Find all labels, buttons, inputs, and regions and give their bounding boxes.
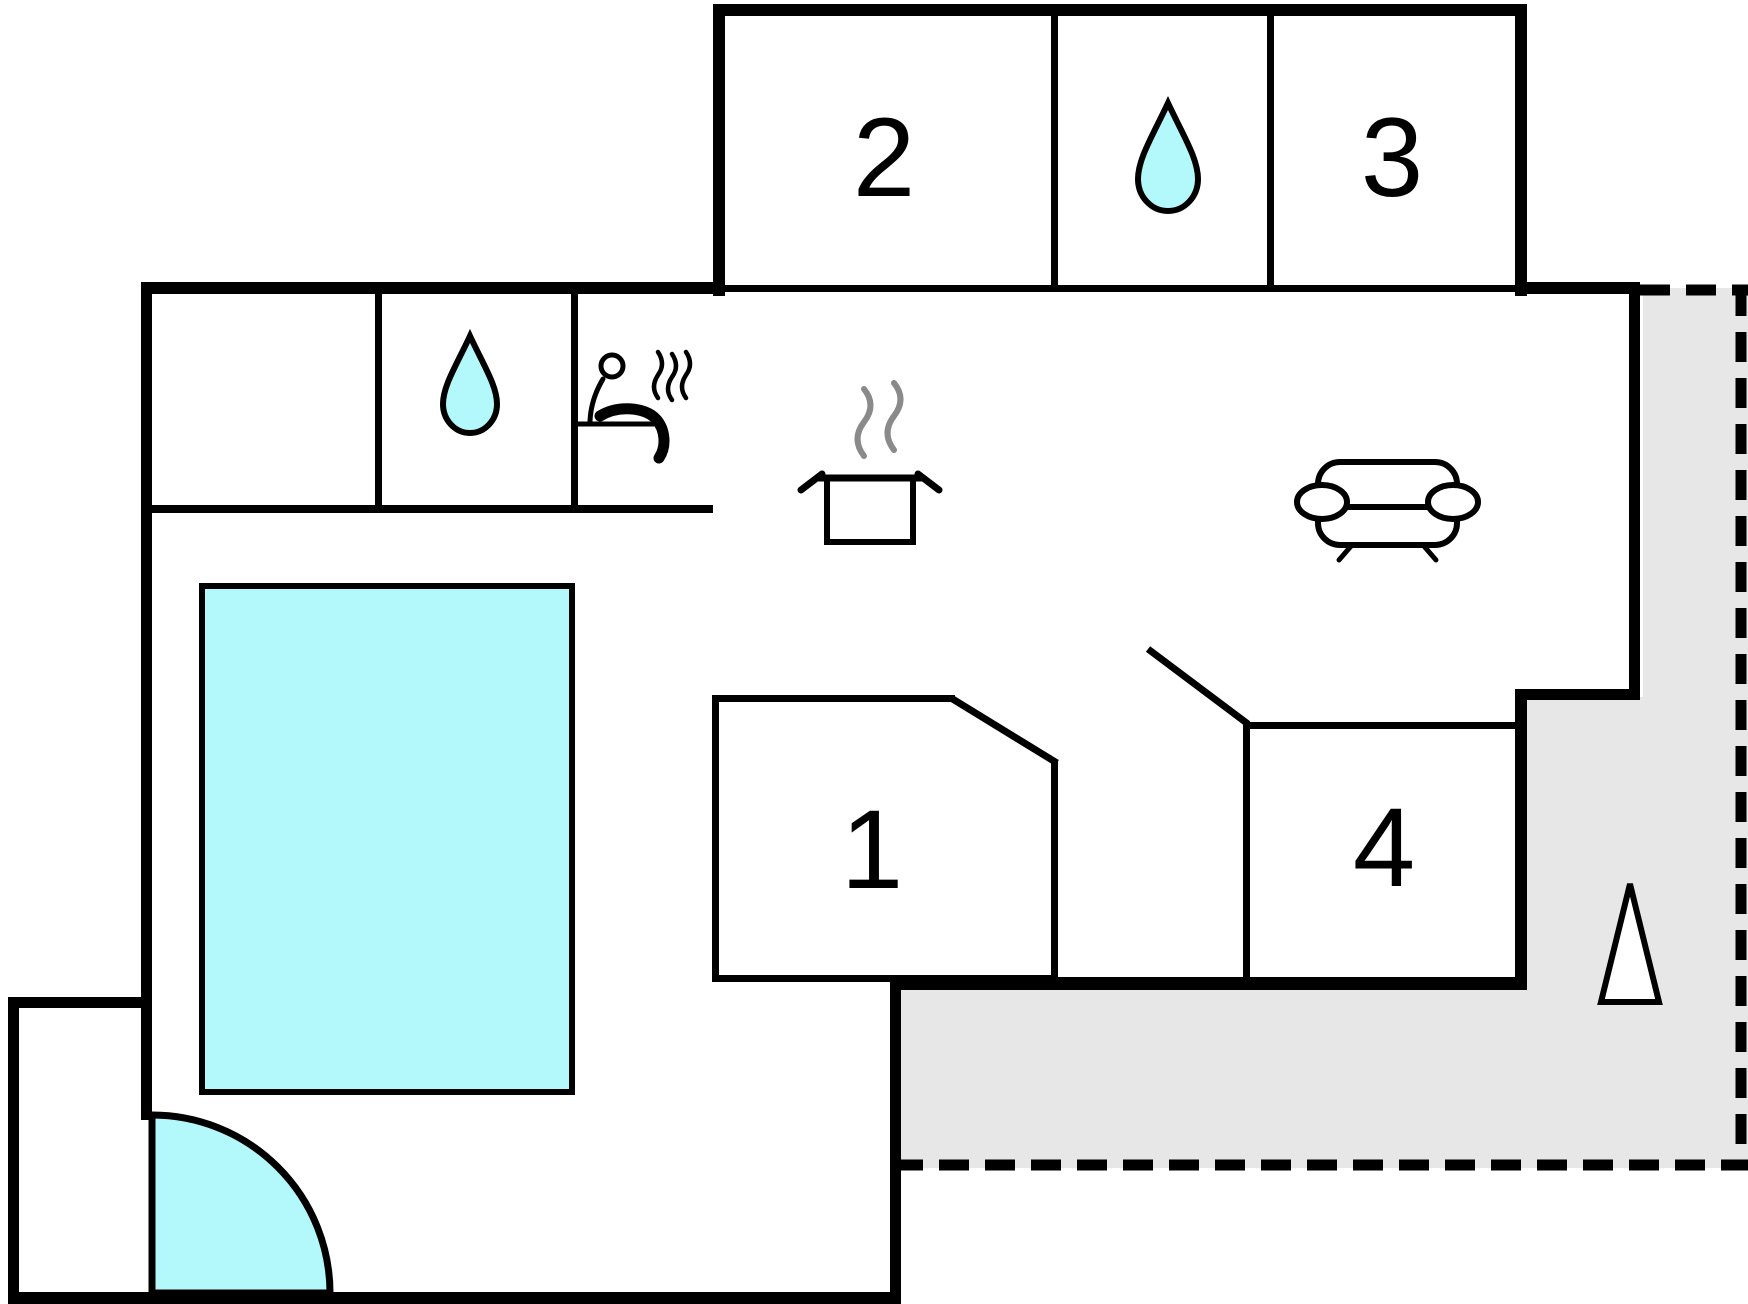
wall-segment: [8, 1292, 901, 1304]
terrace-area: [893, 284, 1748, 1171]
pool-rect: [199, 583, 575, 1095]
wall-segment: [1515, 689, 1640, 700]
wall-segment: [8, 997, 19, 1304]
wall-diagonal-room1: [949, 695, 1059, 766]
storage-room: [152, 294, 375, 505]
room-3-label: 3: [1361, 95, 1423, 220]
room-2-label: 2: [853, 95, 915, 220]
wall-segment: [1051, 760, 1058, 982]
north-arrow-icon: [1597, 883, 1663, 1005]
wall-segment: [1243, 722, 1250, 990]
wall-segment: [141, 282, 152, 1120]
wall-segment: [712, 695, 719, 982]
wall-segment: [152, 505, 713, 513]
wall-segment: [712, 695, 955, 702]
wall-segment: [8, 997, 152, 1008]
wall-segment: [1515, 282, 1640, 294]
wall-segment: [141, 282, 725, 294]
wall-segment: [713, 4, 725, 296]
sauna-room: [578, 294, 713, 505]
wall-segment: [713, 4, 1527, 16]
walls: [8, 4, 1640, 1304]
wall-segment: [1515, 4, 1527, 296]
room-4-label: 4: [1353, 785, 1415, 910]
room-1-label: 1: [841, 787, 903, 912]
sauna-icon: [575, 349, 693, 464]
annex-room: [19, 1008, 141, 1292]
wall-segment: [1515, 689, 1527, 990]
door-swing-arc: [148, 1111, 334, 1297]
wall-segment: [890, 977, 901, 1304]
water-drop-icon-top: [1134, 95, 1202, 214]
water-drop-icon-left: [439, 328, 501, 436]
wall-segment: [375, 294, 382, 512]
wall-segment: [1243, 722, 1521, 729]
wall-segment: [571, 294, 578, 512]
wall-segment: [1267, 16, 1274, 288]
cooking-pot-icon: [797, 380, 943, 545]
wall-segment: [1629, 282, 1640, 700]
wall-segment: [1051, 16, 1058, 288]
sofa-icon: [1294, 459, 1481, 563]
terrace-fill: [898, 288, 1748, 1168]
wall-segment: [712, 975, 1058, 982]
wall-diagonal-room4: [1145, 646, 1251, 727]
wall-segment: [725, 285, 1515, 292]
